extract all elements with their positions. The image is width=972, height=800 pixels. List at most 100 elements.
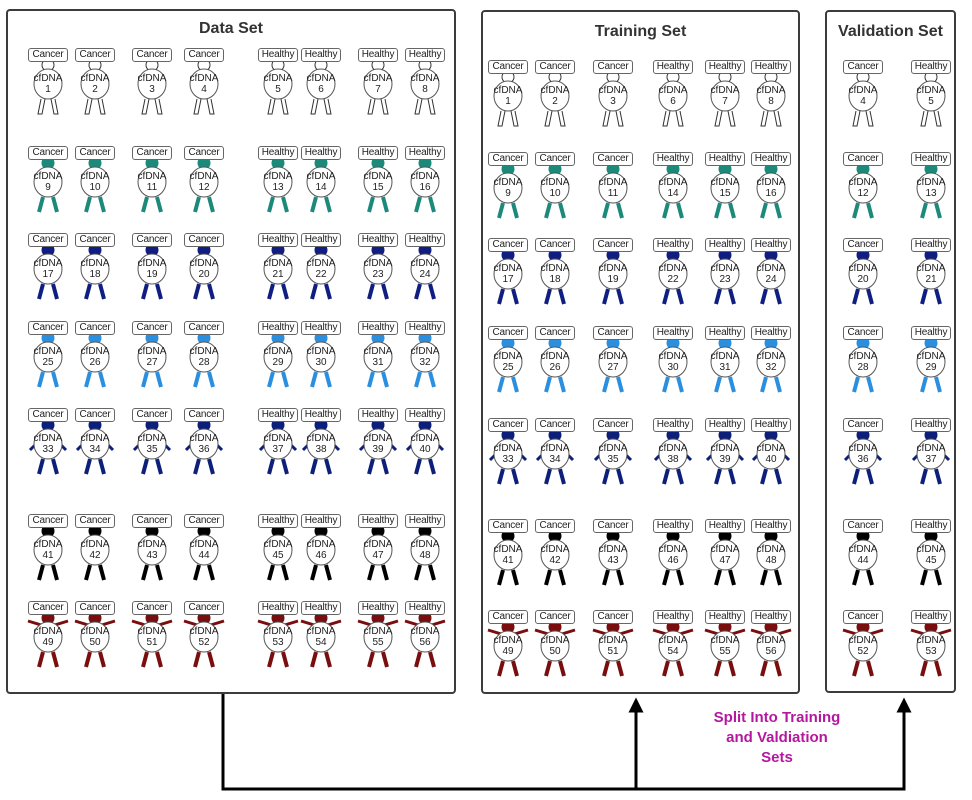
cfdna-label: cfDNA xyxy=(33,539,63,550)
sample-number: 56 xyxy=(765,646,777,657)
person-figure xyxy=(189,243,219,300)
cfdna-label: cfDNA xyxy=(410,539,440,550)
person-figure xyxy=(540,162,570,219)
sample-tag: Cancer xyxy=(843,152,883,166)
person-figure xyxy=(33,524,63,581)
person-body xyxy=(540,438,570,470)
sample-tag: Cancer xyxy=(28,48,68,62)
cfdna-label: cfDNA xyxy=(598,85,628,96)
person-figure xyxy=(80,524,110,581)
person-figure xyxy=(184,418,224,475)
sample-number: 39 xyxy=(719,454,731,465)
person-body xyxy=(756,346,786,378)
cfdna-label: cfDNA xyxy=(598,263,628,274)
person-figure xyxy=(74,611,116,668)
sample-tag: Healthy xyxy=(405,408,445,422)
sample-tag: Healthy xyxy=(653,60,693,74)
person-body xyxy=(33,428,63,460)
sample-number: 28 xyxy=(198,357,210,368)
cfdna-label: cfDNA xyxy=(710,635,740,646)
cfdna-label: cfDNA xyxy=(306,346,336,357)
person-body xyxy=(916,630,946,662)
sample-number: 50 xyxy=(549,646,561,657)
sample-number: 30 xyxy=(315,357,327,368)
person-body xyxy=(410,253,440,285)
connector-line xyxy=(221,694,912,791)
person-figure xyxy=(848,162,878,219)
sample-tag: Cancer xyxy=(535,610,575,624)
sample-tag: Healthy xyxy=(653,152,693,166)
person-figure xyxy=(33,331,63,388)
person-body xyxy=(540,258,570,290)
sample-tag: Healthy xyxy=(301,48,341,62)
person-body xyxy=(363,428,393,460)
sample-tag: Cancer xyxy=(75,408,115,422)
person-figure xyxy=(80,156,110,213)
sample-number: 34 xyxy=(89,444,101,455)
cfdna-label: cfDNA xyxy=(916,263,946,274)
person-body xyxy=(263,166,293,198)
person-body xyxy=(33,253,63,285)
sample-number: 12 xyxy=(857,188,869,199)
cfdna-label: cfDNA xyxy=(658,635,688,646)
person-figure xyxy=(653,428,693,485)
person-body xyxy=(493,172,523,204)
person-figure xyxy=(598,336,628,393)
sample-tag: Cancer xyxy=(184,233,224,247)
cfdna-label: cfDNA xyxy=(33,258,63,269)
person-figure xyxy=(848,70,878,127)
person-figure xyxy=(363,156,393,213)
cfdna-label: cfDNA xyxy=(33,73,63,84)
sample-tag: Healthy xyxy=(301,601,341,615)
person-body xyxy=(598,630,628,662)
cfdna-label: cfDNA xyxy=(493,443,523,454)
sample-tag: Healthy xyxy=(405,233,445,247)
person-figure xyxy=(842,620,884,677)
sample-tag: Cancer xyxy=(184,514,224,528)
person-body xyxy=(658,258,688,290)
person-body xyxy=(598,539,628,571)
cfdna-label: cfDNA xyxy=(137,73,167,84)
person-figure xyxy=(357,611,399,668)
sample-tag: Healthy xyxy=(911,238,951,252)
person-figure xyxy=(493,162,523,219)
person-figure xyxy=(493,248,523,305)
sample-number: 23 xyxy=(372,269,384,280)
sample-tag: Cancer xyxy=(535,238,575,252)
sample-number: 50 xyxy=(89,637,101,648)
sample-number: 56 xyxy=(419,637,431,648)
cfdna-label: cfDNA xyxy=(410,626,440,637)
sample-tag: Cancer xyxy=(28,514,68,528)
person-body xyxy=(916,172,946,204)
sample-tag: Cancer xyxy=(184,321,224,335)
cfdna-label: cfDNA xyxy=(493,544,523,555)
sample-tag: Healthy xyxy=(358,146,398,160)
sample-tag: Healthy xyxy=(301,408,341,422)
person-figure xyxy=(263,243,293,300)
person-body xyxy=(33,68,63,100)
person-body xyxy=(710,539,740,571)
person-body xyxy=(710,630,740,662)
cfdna-label: cfDNA xyxy=(540,351,570,362)
sample-tag: Healthy xyxy=(258,321,298,335)
person-figure xyxy=(593,428,633,485)
cfdna-label: cfDNA xyxy=(363,539,393,550)
sample-number: 49 xyxy=(42,637,54,648)
person-figure xyxy=(592,620,634,677)
sample-tag: Cancer xyxy=(184,601,224,615)
split-label-line3: Sets xyxy=(761,749,793,766)
person-figure xyxy=(540,70,570,127)
cfdna-label: cfDNA xyxy=(598,351,628,362)
sample-tag: Cancer xyxy=(488,610,528,624)
